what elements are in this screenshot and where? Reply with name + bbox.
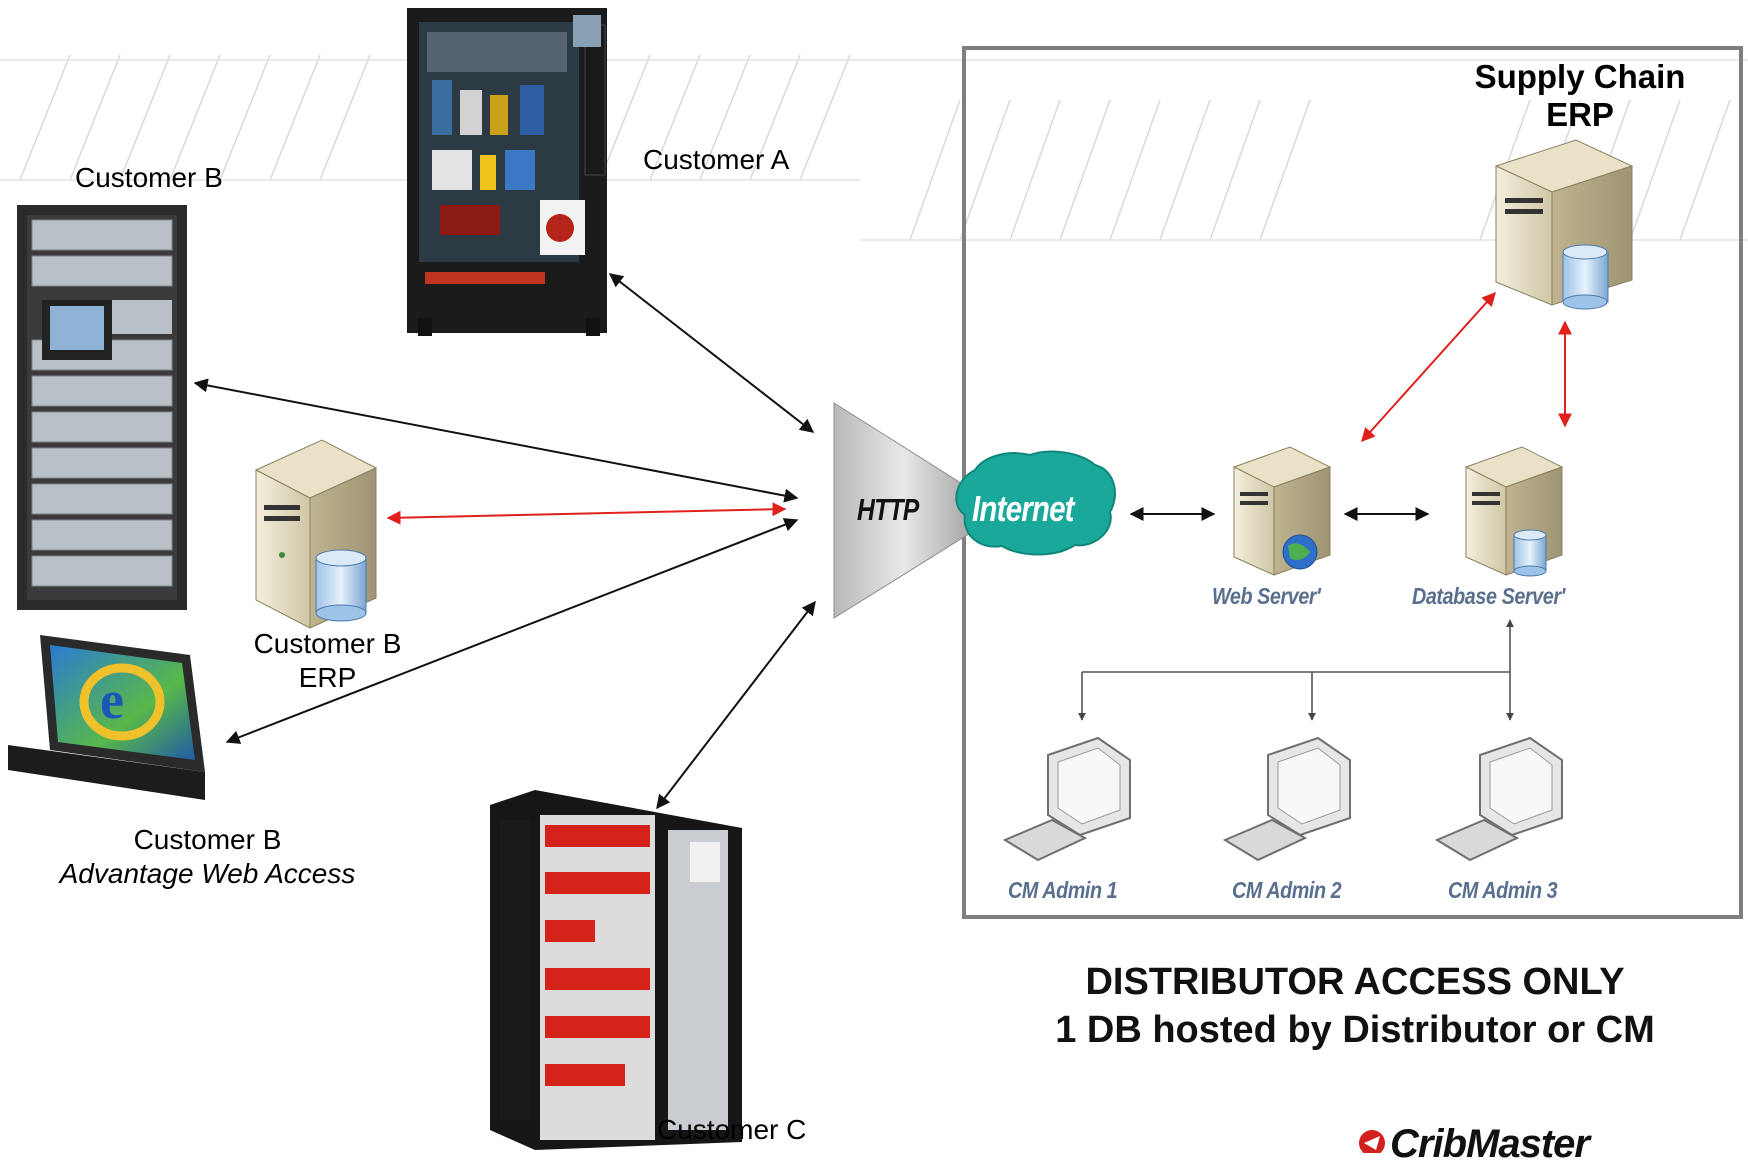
admin2-label: CM Admin 2	[1232, 877, 1342, 903]
customer-b-erp-label-line1: Customer B	[253, 628, 402, 659]
customer-b-erp-label-line2: ERP	[298, 662, 357, 693]
supply-chain-erp-label-line1: Supply Chain	[1474, 58, 1686, 95]
web-server	[1232, 446, 1332, 576]
customer-c-label: Customer C	[657, 1114, 807, 1145]
database-server-label: Database Server'	[1412, 583, 1565, 609]
customer-b-web-label: Customer B Advantage Web Access	[20, 823, 395, 891]
distributor-note-line1: DISTRIBUTOR ACCESS ONLY	[1085, 961, 1625, 1003]
customer-b-web-terminal: e	[8, 635, 205, 800]
database-server	[1464, 446, 1564, 577]
arrow-customer-c-http	[656, 600, 816, 810]
red-arrows	[386, 291, 1572, 525]
arrow-customer-a-http	[608, 273, 815, 433]
admin-workstation-1	[1002, 736, 1131, 862]
http-label: HTTP	[857, 492, 919, 527]
admin-connector-tree	[1078, 619, 1514, 721]
customer-a-label: Customer A	[643, 144, 790, 175]
customer-b-erp-label: Customer B ERP	[220, 627, 435, 695]
arrow-web-terminal-http	[225, 518, 799, 744]
web-server-label: Web Server'	[1212, 583, 1321, 609]
customer-c-vending-machine	[490, 790, 742, 1150]
customer-b-web-label-line1: Customer B	[133, 824, 282, 855]
customer-b-web-label-line2: Advantage Web Access	[59, 858, 356, 889]
arrow-erp-http	[386, 502, 787, 525]
cribmaster-logo: CribMaster	[1390, 1122, 1590, 1166]
arrow-locker-http	[193, 378, 799, 503]
customer-b-erp-server	[254, 439, 378, 629]
distributor-note: DISTRIBUTOR ACCESS ONLY 1 DB hosted by D…	[990, 958, 1720, 1054]
admin1-label: CM Admin 1	[1008, 877, 1118, 903]
admin3-label: CM Admin 3	[1448, 877, 1558, 903]
black-arrows	[193, 273, 1430, 810]
admin-workstation-3	[1434, 736, 1563, 862]
svg-text:e: e	[100, 670, 124, 730]
supply-chain-erp-label: Supply Chain ERP	[1440, 58, 1720, 134]
supply-chain-erp-server	[1494, 139, 1634, 310]
customer-a-vending-machine	[407, 8, 607, 336]
supply-chain-erp-label-line2: ERP	[1546, 96, 1614, 133]
distributor-note-line2: 1 DB hosted by Distributor or CM	[1055, 1009, 1655, 1051]
customer-b-locker	[17, 205, 187, 610]
admin-workstation-2	[1222, 736, 1351, 862]
internet-label: Internet	[972, 488, 1075, 529]
cribmaster-logo-mark	[1359, 1130, 1385, 1153]
customer-b-locker-label: Customer B	[75, 162, 223, 193]
arrow-web-supply-erp	[1361, 291, 1496, 443]
internet-cloud	[955, 450, 1116, 556]
